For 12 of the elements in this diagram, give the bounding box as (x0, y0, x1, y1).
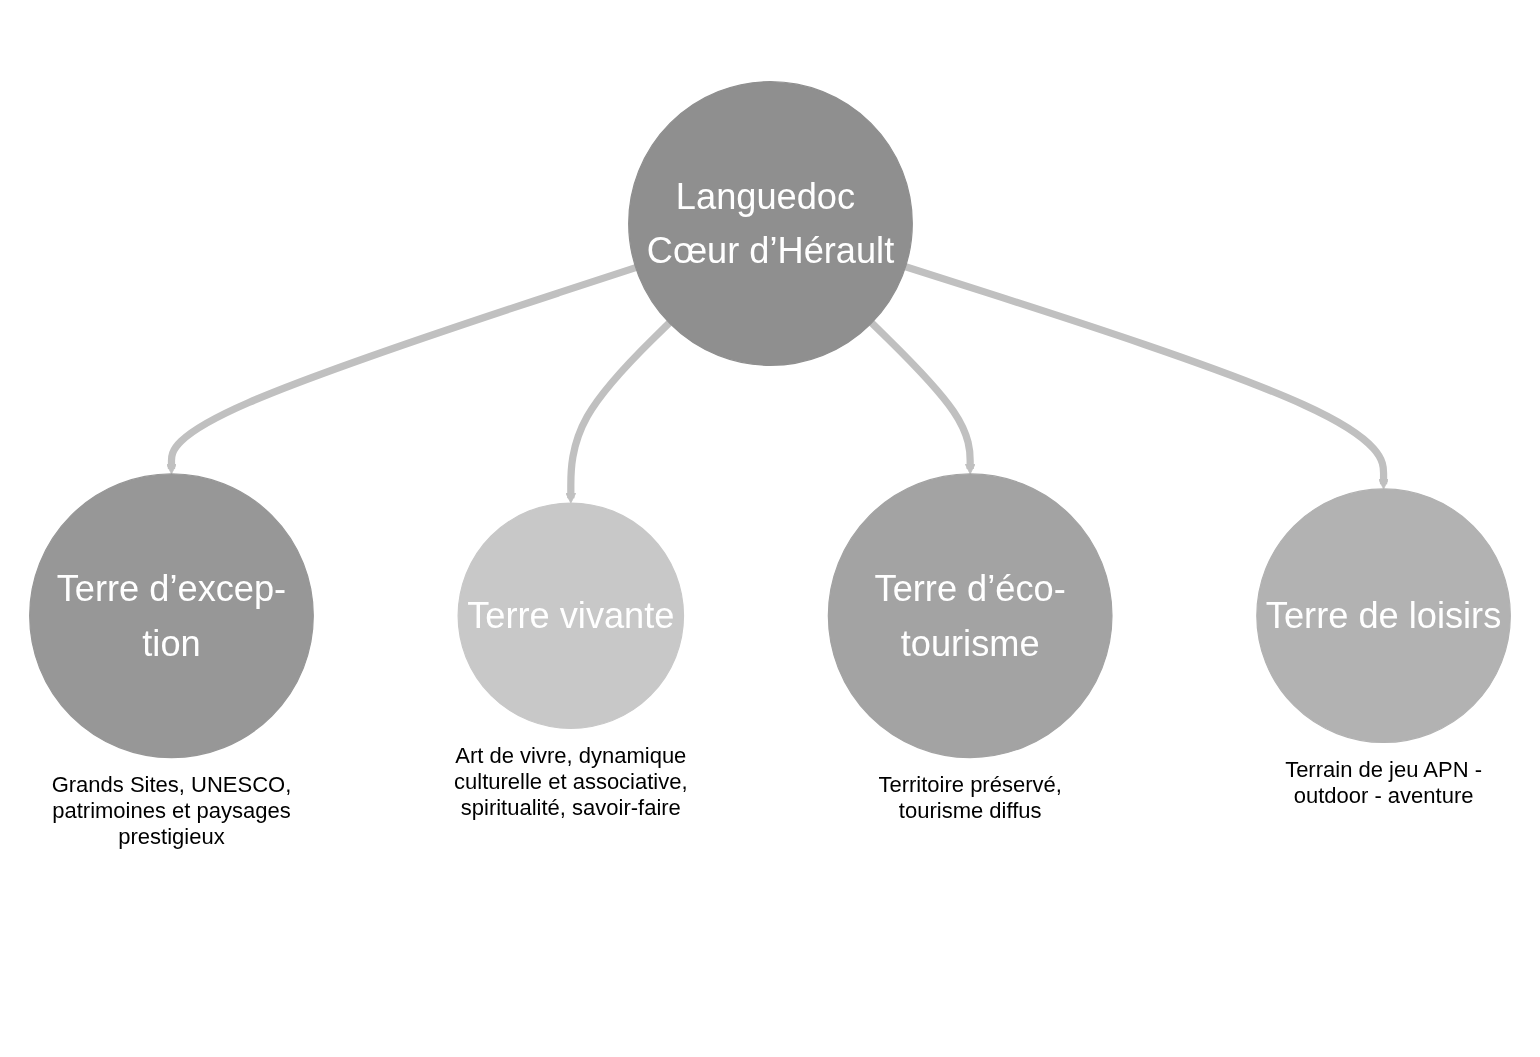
node-note: Territoire préservé, tourisme diffus (877, 771, 1063, 824)
node-circle: Languedoc Cœur d’Hérault (628, 81, 913, 367)
node-circle: Terre d’éco-tourisme (827, 473, 1113, 759)
node-note: Art de vivre, dynamique culturelle et associative, spiritualité, savoir-faire (453, 742, 689, 821)
node-circle: Terre d’excep-tion (29, 473, 314, 759)
node-circle: Terre de loisirs (1256, 488, 1511, 744)
arrow (565, 320, 672, 504)
node-note: Terrain de jeu APN - outdoor - aventure (1284, 756, 1483, 809)
node-note: Grands Sites, UNESCO, patrimoines et paysages prestigieux (50, 771, 293, 850)
arrow (166, 264, 637, 475)
arrow (904, 263, 1389, 490)
arrow (869, 320, 976, 475)
